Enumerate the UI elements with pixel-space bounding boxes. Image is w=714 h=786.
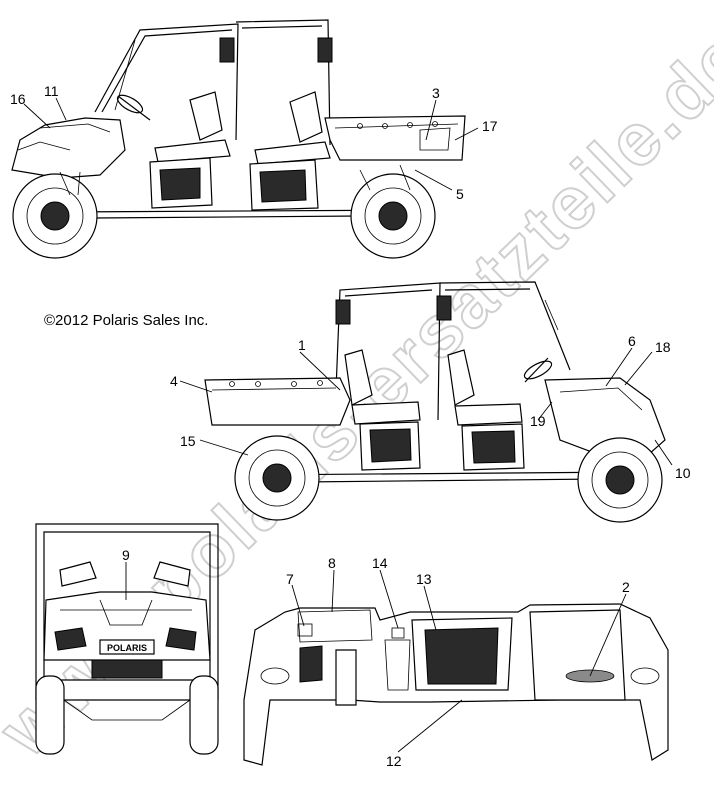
callout-4: 4 (170, 373, 178, 389)
vehicle-left-side-view (11, 19, 466, 259)
callout-10: 10 (675, 465, 691, 481)
rear-seat (254, 141, 331, 165)
front-seat (154, 139, 231, 163)
cage-pad-rear-2 (335, 299, 351, 325)
front-bumper (59, 679, 195, 701)
rear-wheel-side (350, 173, 436, 259)
cage-pad-front-2 (436, 295, 452, 321)
callout-17: 17 (482, 118, 498, 134)
callout-1: 1 (298, 337, 306, 353)
callout-8: 8 (328, 555, 336, 571)
headrest-left (59, 561, 97, 587)
cage-pad-front (219, 37, 235, 63)
cage-pad-rear (317, 37, 333, 63)
callout-9: 9 (122, 547, 130, 563)
front-wheel-right (189, 675, 219, 755)
front-grille (91, 659, 163, 679)
decal-7-area (297, 623, 313, 637)
callout-12: 12 (386, 753, 402, 769)
dash-left-panel (297, 609, 373, 643)
callout-16: 16 (10, 91, 26, 107)
headrest-right (153, 561, 191, 587)
callout-15: 15 (180, 433, 196, 449)
front-seat-back-2 (447, 349, 475, 406)
callout-11: 11 (44, 83, 59, 99)
decal-13-area (424, 627, 499, 685)
callout-5: 5 (456, 186, 464, 202)
callout-2: 2 (622, 579, 630, 595)
callout-18: 18 (655, 339, 671, 355)
callout-19: 19 (530, 413, 546, 429)
front-seat-2 (454, 403, 523, 426)
vehicle-front-view: POLARIS (35, 523, 219, 755)
front-wheel-left (35, 675, 65, 755)
grille-badge-plate (99, 639, 155, 655)
rear-seat-back-2 (344, 349, 373, 406)
front-wheel-side-2 (577, 437, 663, 523)
dash-assembly (243, 603, 669, 766)
front-wheel-side (12, 173, 98, 259)
leader-lines (23, 97, 673, 753)
headlight-right (165, 627, 197, 651)
cargo-box-2 (204, 377, 351, 426)
dash-right-panel (529, 609, 626, 701)
headlight-left (54, 627, 87, 651)
rear-seat-back (289, 91, 323, 143)
callout-13: 13 (416, 571, 432, 587)
grille-badge: POLARIS (107, 643, 147, 653)
rear-wheel-side-2 (234, 435, 320, 521)
vehicle-right-side-view (204, 281, 666, 523)
cargo-decal-area (419, 127, 451, 151)
copyright-notice: ©2012 Polaris Sales Inc. (44, 312, 208, 329)
cargo-box (324, 115, 466, 161)
callout-14: 14 (372, 555, 388, 571)
callout-6: 6 (628, 333, 636, 349)
callout-3: 3 (432, 85, 440, 101)
rear-seat-2 (351, 401, 421, 425)
callout-7: 7 (286, 571, 294, 587)
front-hood (11, 117, 126, 179)
front-seat-back (189, 91, 223, 141)
callout-numbers: 16 11 3 17 5 1 4 6 18 19 10 15 9 7 8 14 … (10, 83, 691, 769)
